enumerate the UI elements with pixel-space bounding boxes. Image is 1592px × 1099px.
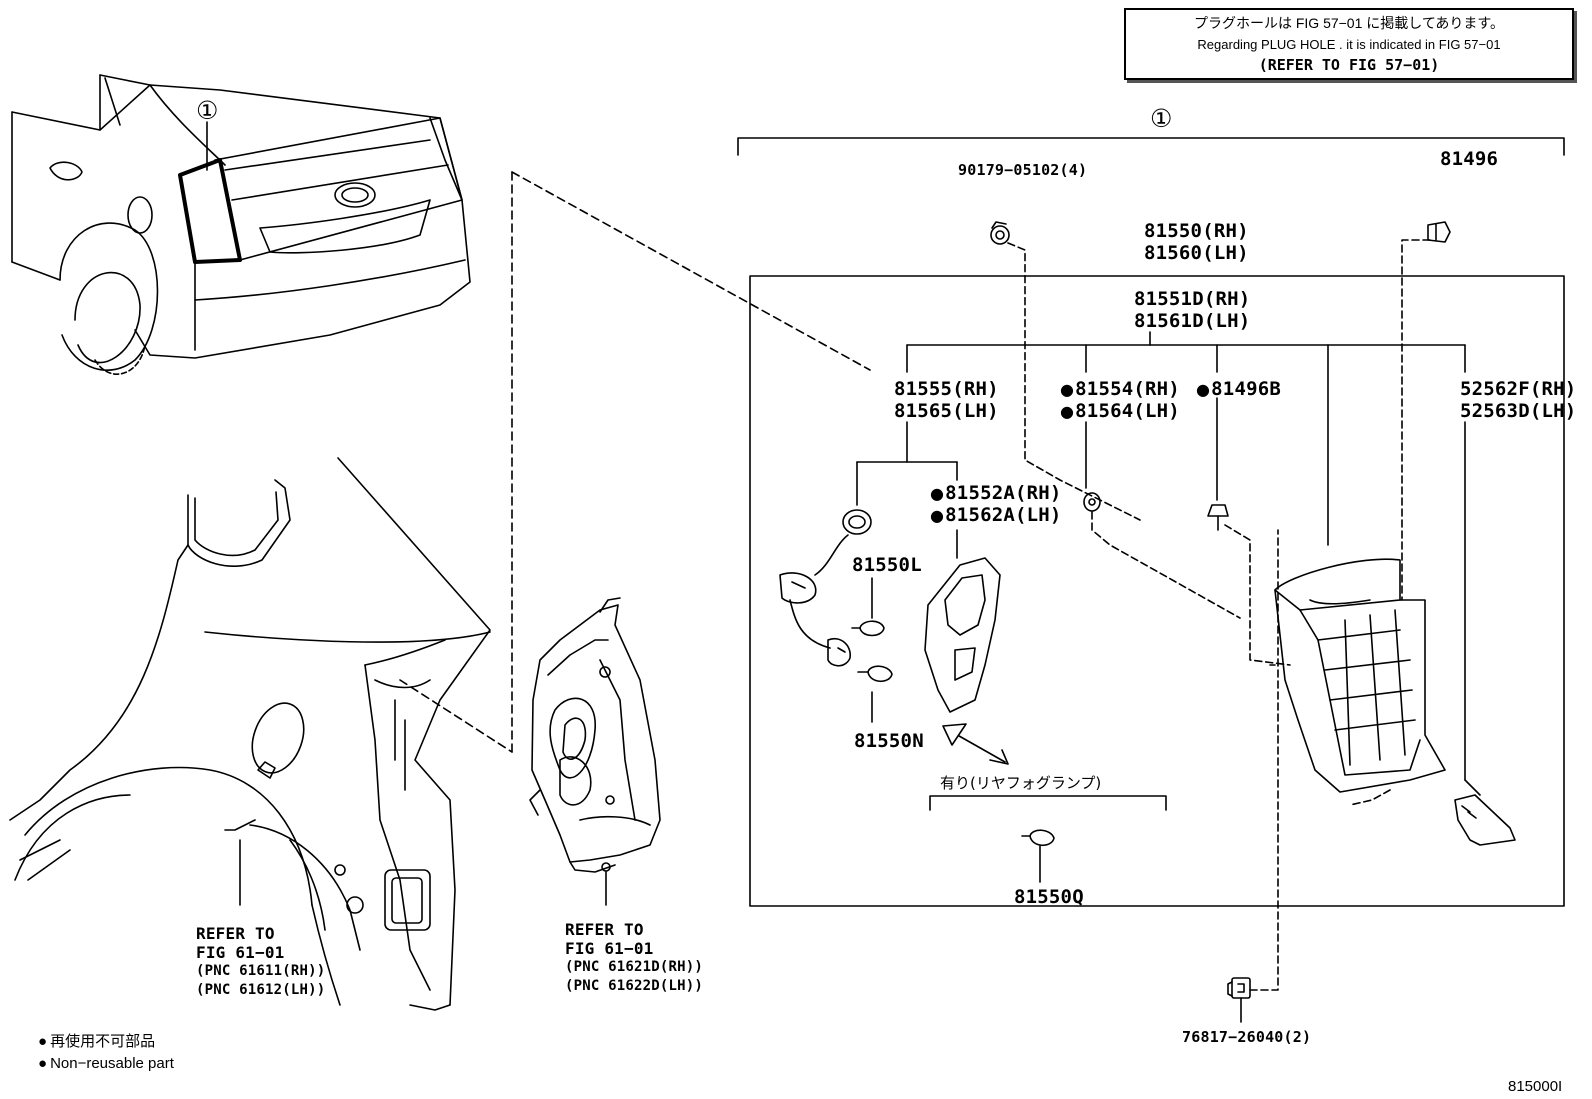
refer-mid-line4: (PNC 61622D(LH)) [565,978,704,994]
part-label-81551d-rh[interactable]: 81551D(RH) [1134,288,1251,310]
part-label-81560-lh[interactable]: 81560(LH) [1144,242,1249,264]
fastener-icon [1227,977,1251,999]
nut-icon [990,221,1010,245]
part-label-81496[interactable]: 81496 [1440,148,1499,170]
connector-icon [1454,794,1516,846]
part-label-81565-lh[interactable]: 81565(LH) [894,400,999,422]
part-number: 81552A(RH) [945,482,1062,504]
screw-dashed-leader [1224,524,1291,666]
refer-mid-line3: (PNC 61621D(RH)) [565,959,704,975]
part-number: 81564(LH) [1075,400,1180,422]
fog-lamp-bracket [929,795,1167,811]
refer-left[interactable]: REFER TO FIG 61−01 (PNC 61611(RH)) (PNC … [196,924,325,1000]
connector-leader [1464,779,1481,796]
tail-lamp-dashed [1269,664,1391,806]
part-label-52563d-lh[interactable]: 52563D(LH) [1460,400,1577,422]
part-label-81555-rh[interactable]: 81555(RH) [894,378,999,400]
car-rear-illustration [11,74,471,375]
fog-lamp-note: 有り(リヤフォグランプ) [940,774,1102,792]
nut-dashed-leader [1007,242,1141,521]
legend-en: Non−reusable part [38,1055,174,1072]
tail-lamp-illustration [1274,558,1446,793]
part-number: 81496B [1211,378,1282,400]
gasket-icon [924,557,1001,713]
refer-mid-line1: REFER TO [565,920,644,939]
part-label-76817[interactable]: 76817−26040(2) [1182,1028,1312,1046]
part-label-81561d-lh[interactable]: 81561D(LH) [1134,310,1251,332]
bulb-icon [857,665,893,683]
part-label-90179[interactable]: 90179−05102(4) [958,161,1088,179]
part-label-81564-lh[interactable]: 81564(LH) [1060,402,1180,421]
part-label-81554-rh[interactable]: 81554(RH) [1060,380,1180,399]
inner-quarter-panel-illustration [529,597,661,873]
callout-marker-assembly: ① [1150,104,1173,133]
screw-icon [1207,504,1229,531]
part-label-81550n[interactable]: 81550N [854,730,924,752]
assembly-tree-lines [856,331,1466,781]
assembly-box [749,275,1565,907]
arrow-icon [942,723,1009,765]
callout-marker-car: ① [196,96,219,125]
refer-mid-line2: FIG 61−01 [565,939,654,958]
note-line-jp: プラグホールは FIG 57−01 に掲載してあります。 [1193,15,1505,31]
note-line-refer: (REFER TO FIG 57−01) [1258,56,1440,74]
part-label-52562f-rh[interactable]: 52562F(RH) [1460,378,1577,400]
refer-left-line4: (PNC 61612(LH)) [196,982,326,998]
legend-jp: 再使用不可部品 [38,1030,155,1051]
refer-left-line2: FIG 61−01 [196,943,285,962]
note-line-en: Regarding PLUG HOLE . it is indicated in… [1197,37,1501,52]
refer-mid[interactable]: REFER TO FIG 61−01 (PNC 61621D(RH)) (PNC… [565,920,703,996]
refer-left-line3: (PNC 61611(RH)) [196,963,326,979]
part-label-81496b[interactable]: 81496B [1196,380,1281,399]
bulb-icon [851,620,885,637]
grommet-dashed-leader [1091,511,1241,619]
grommet-icon [1083,492,1101,512]
fastener-dashed-leader [1249,529,1279,991]
bulb-icon [1021,829,1055,847]
part-label-81550q[interactable]: 81550Q [1014,886,1084,908]
clip-icon [1427,221,1451,243]
part-label-81550-rh[interactable]: 81550(RH) [1144,220,1249,242]
part-number: 81562A(LH) [945,504,1062,526]
assembly-bracket [737,137,1565,156]
part-label-81552a-rh[interactable]: 81552A(RH) [930,484,1062,503]
socket-harness-icon [779,509,872,667]
quarter-panel-illustration [9,457,491,1011]
part-number: 81554(RH) [1075,378,1180,400]
figure-id: 815000I [1508,1078,1563,1095]
refer-left-line1: REFER TO [196,924,275,943]
dashed-connectors [399,171,871,753]
part-label-81562a-lh[interactable]: 81562A(LH) [930,506,1062,525]
clip-dashed-leader [1401,239,1431,601]
reference-note-box: プラグホールは FIG 57−01 に掲載してあります。 Regarding P… [1124,8,1574,80]
part-label-81550l[interactable]: 81550L [852,554,922,576]
